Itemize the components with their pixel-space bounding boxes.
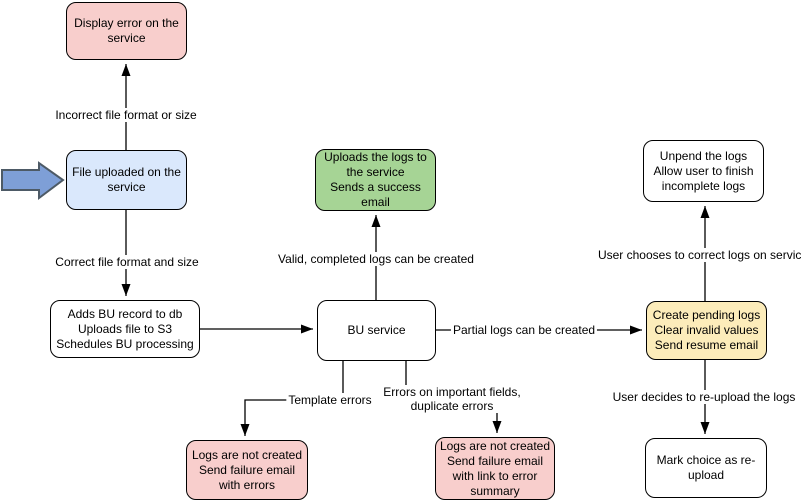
node-logs-not-created-errors: Logs are not created Send failure email … [186,440,308,500]
edge-label-partial-logs: Partial logs can be created [450,323,598,337]
edge-label-incorrect-format: Incorrect file format or size [53,108,199,122]
edge-label-important-fields: Errors on important fields, duplicate er… [381,385,523,413]
entry-arrow-icon [1,161,65,200]
node-uploads-logs-success: Uploads the logs to the service Sends a … [315,149,436,211]
node-adds-bu-record: Adds BU record to db Uploads file to S3 … [50,300,200,358]
node-bu-service: BU service [317,300,436,361]
node-display-error: Display error on the service [66,2,187,60]
node-mark-reupload: Mark choice as re- upload [645,438,767,498]
node-unpend-logs: Unpend the logs Allow user to finish inc… [643,140,764,202]
edge-label-template-errors: Template errors [286,393,374,407]
node-logs-not-created-summary: Logs are not created Send failure email … [435,437,555,500]
node-file-uploaded: File uploaded on the service [66,150,187,210]
node-create-pending-logs: Create pending logs Clear invalid values… [646,301,767,360]
edge-label-user-reuploads: User decides to re-upload the logs [610,390,798,404]
edge-label-user-corrects: User chooses to correct logs on service [595,248,801,262]
edge-label-valid-completed: Valid, completed logs can be created [276,252,476,266]
edge-label-correct-format: Correct file format and size [53,255,201,269]
